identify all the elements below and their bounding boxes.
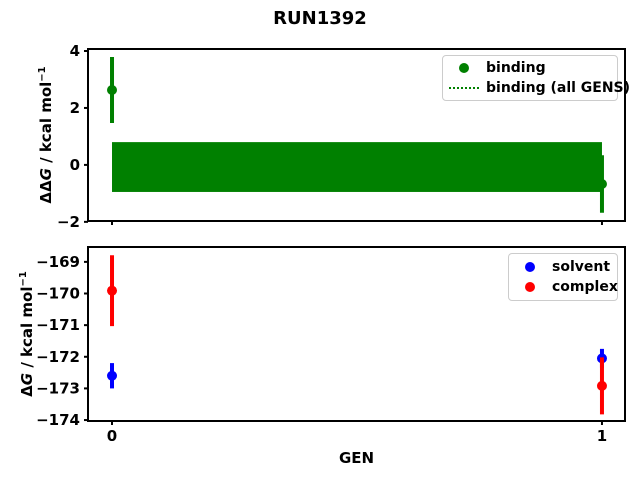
legend-entry-binding-all-gens: binding (all GENS)	[449, 78, 630, 98]
y-axis-label-dg: ΔG / kcal mol−1	[18, 271, 36, 397]
solvent-marker-icon	[525, 261, 535, 272]
figure-title: RUN1392	[273, 8, 367, 29]
legend-handle	[515, 261, 545, 272]
legend-binding: binding binding (all GENS)	[442, 55, 630, 101]
legend-entry-complex: complex	[515, 277, 618, 297]
legend-label: binding	[486, 60, 546, 76]
y-tick-label: 4	[70, 42, 80, 60]
y-axis-label-dg-exponent: −1	[18, 271, 29, 287]
y-axis-label-ddg: ΔΔG / kcal mol−1	[37, 66, 55, 203]
y-axis-label-dg-delta: Δ	[18, 385, 36, 397]
legend-handle	[515, 282, 545, 293]
y-tick-label: −174	[36, 411, 80, 429]
confidence-band	[112, 142, 602, 192]
y-tick-label: −169	[36, 253, 80, 271]
binding-data-point	[107, 85, 118, 96]
complex-data-point	[596, 380, 607, 391]
legend-entry-binding: binding	[449, 58, 611, 78]
legend-handle	[449, 87, 479, 89]
legend-dg: solvent complex	[508, 253, 618, 301]
dotted-line-icon	[449, 87, 479, 89]
x-axis-label: GEN	[338, 449, 375, 467]
y-axis-label-ddg-exponent: −1	[37, 66, 48, 82]
binding-marker-icon	[459, 63, 469, 73]
solvent-data-point	[107, 370, 118, 381]
y-axis-label-ddg-unit: / kcal mol	[37, 81, 55, 169]
y-tick-label: −172	[36, 348, 80, 366]
complex-marker-icon	[525, 282, 535, 293]
y-axis-label-ddg-variable: G	[37, 168, 55, 181]
legend-label: solvent	[552, 258, 611, 275]
legend-label: binding (all GENS)	[486, 80, 631, 96]
y-tick-label: 2	[70, 99, 80, 117]
y-tick-label: −173	[36, 379, 80, 397]
y-axis-label-dg-variable: G	[18, 372, 36, 386]
y-axis-label-dg-unit: / kcal mol	[18, 286, 36, 373]
y-tick-label: −2	[57, 213, 80, 231]
legend-label: complex	[552, 279, 618, 296]
axes-frame	[87, 48, 626, 222]
x-tick-label: 0	[107, 427, 117, 445]
complex-data-point	[107, 285, 118, 296]
x-tick-label: 1	[597, 427, 607, 445]
y-tick-label: −171	[36, 316, 80, 334]
y-tick-label: −170	[36, 285, 80, 303]
y-tick-label: 0	[70, 156, 80, 174]
y-axis-label-ddg-delta: ΔΔ	[37, 180, 55, 204]
legend-entry-solvent: solvent	[515, 257, 611, 277]
axes-frame	[87, 246, 626, 422]
legend-handle	[449, 63, 479, 73]
